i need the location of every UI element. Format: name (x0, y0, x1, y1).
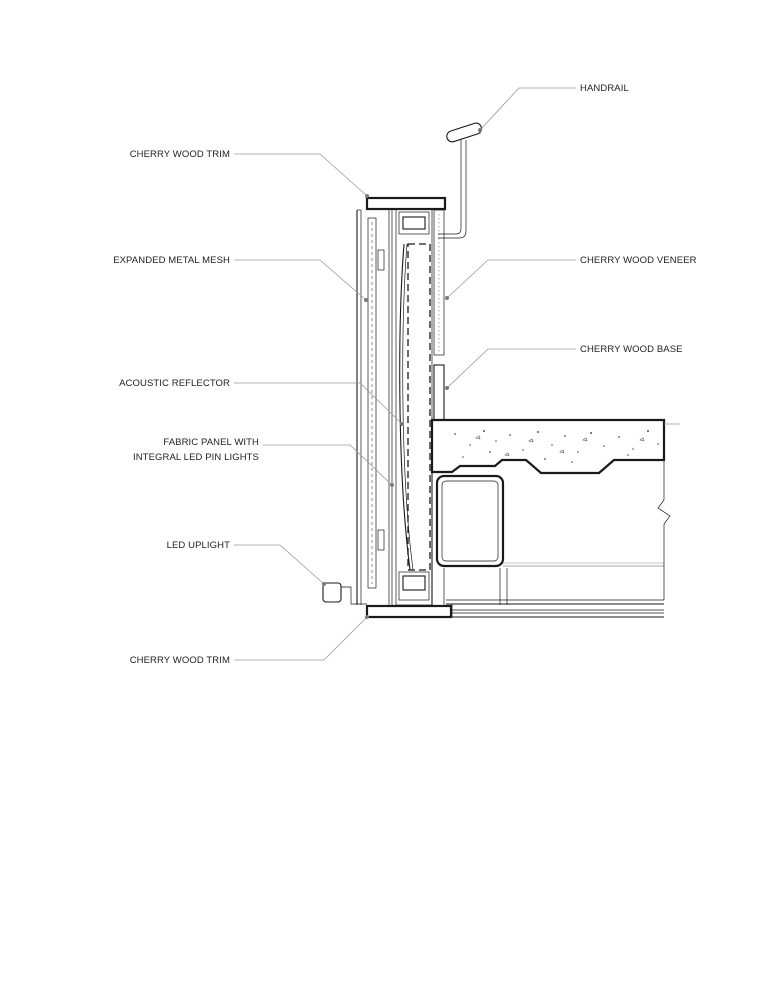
break-line-shape (657, 460, 671, 600)
handrail-shape (438, 122, 483, 239)
bottom-trim-shape (365, 604, 453, 619)
label-led-uplight: LED UPLIGHT (167, 540, 230, 551)
base-shape (433, 364, 445, 421)
callout-labels: HANDRAIL CHERRY WOOD TRIM EXPANDED METAL… (113, 83, 696, 666)
label-cherry-wood-trim-top: CHERRY WOOD TRIM (130, 149, 230, 160)
metal-mesh-shape (356, 209, 362, 605)
label-expanded-metal-mesh: EXPANDED METAL MESH (113, 255, 230, 266)
steel-tube-shape (435, 474, 505, 568)
lower-framing-shape (431, 420, 664, 605)
section-drawing (322, 122, 680, 619)
label-handrail: HANDRAIL (580, 83, 629, 94)
framing-shape (395, 208, 433, 606)
label-fabric-panel-line2: INTEGRAL LED PIN LIGHTS (133, 452, 259, 463)
label-cherry-wood-veneer: CHERRY WOOD VENEER (580, 255, 697, 266)
concrete-slab-shape (430, 418, 680, 475)
label-cherry-wood-base: CHERRY WOOD BASE (580, 344, 683, 355)
veneer-shape (433, 209, 445, 356)
label-cherry-wood-trim-bottom: CHERRY WOOD TRIM (130, 655, 230, 666)
label-acoustic-reflector: ACOUSTIC REFLECTOR (119, 378, 230, 389)
leader-lines (234, 87, 576, 661)
fabric-panel-shape (367, 210, 393, 605)
floor-deck-shape (446, 599, 664, 618)
top-trim-shape (365, 196, 447, 211)
led-uplight-shape (322, 582, 367, 605)
label-fabric-panel-line1: FABRIC PANEL WITH (163, 437, 259, 448)
